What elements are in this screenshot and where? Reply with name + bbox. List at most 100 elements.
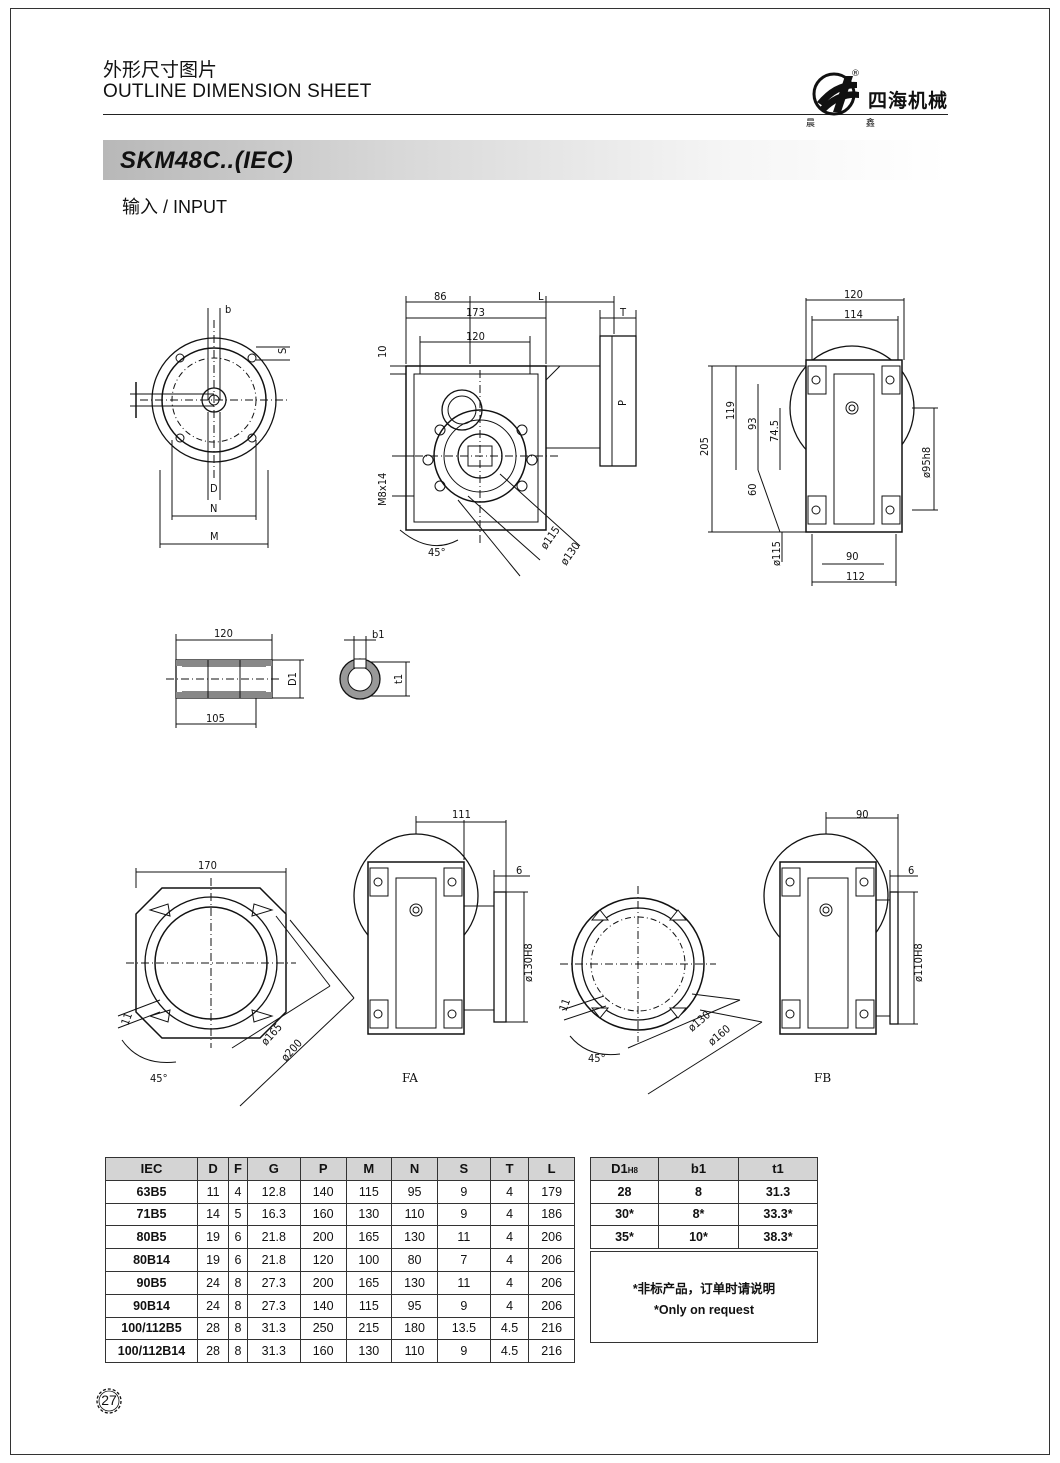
spec-table-cell: 130 xyxy=(345,1339,393,1364)
dim-d130: ø130 xyxy=(558,540,583,568)
spec-table-cell: 95 xyxy=(391,1179,438,1204)
spec-table-cell: 115 xyxy=(345,1293,393,1318)
spec-table-cell: 216 xyxy=(528,1339,575,1364)
dim-10: 10 xyxy=(376,345,389,358)
spec-table-cell: 80 xyxy=(391,1248,438,1272)
bore-table-cell: 8* xyxy=(658,1202,739,1227)
drawing-gearbox-fa: 111 6 ø130H8 FA xyxy=(353,808,535,1085)
spec-table-cell: 216 xyxy=(528,1316,575,1341)
spec-table-cell: 6 xyxy=(228,1248,248,1272)
bore-table-cell: 35* xyxy=(590,1225,659,1250)
bore-table-cell: 31.3 xyxy=(738,1179,818,1204)
spec-table-cell: 160 xyxy=(299,1339,347,1364)
dim-112-side: 112 xyxy=(846,570,865,583)
col-iec: IEC xyxy=(105,1157,198,1181)
spec-table-cell: 80B14 xyxy=(105,1248,198,1272)
spec-table-cell: 4 xyxy=(489,1202,530,1227)
header-rule xyxy=(103,114,948,115)
spec-table-cell: 100/112B5 xyxy=(105,1316,198,1341)
col-g: G xyxy=(246,1157,301,1181)
dim-170: 170 xyxy=(198,859,217,872)
spec-table-header: IEC D F G P M N S T L xyxy=(105,1157,575,1181)
model-title-bar xyxy=(103,140,948,180)
dim-120-side: 120 xyxy=(844,288,863,301)
spec-table-cell: 250 xyxy=(299,1316,347,1341)
note-en: *Only on request xyxy=(653,1303,755,1317)
spec-table-cell: 7 xyxy=(436,1248,491,1272)
spec-table-cell: 165 xyxy=(345,1270,393,1295)
dim-119: 119 xyxy=(724,401,737,420)
dim-93: 93 xyxy=(746,417,759,430)
dim-t1: t1 xyxy=(392,674,405,684)
dim-111: 111 xyxy=(452,808,471,821)
dim-205: 205 xyxy=(698,437,711,456)
spec-table-cell: 186 xyxy=(528,1202,575,1227)
spec-table-cell: 180 xyxy=(391,1316,438,1341)
dim-105: 105 xyxy=(206,712,225,725)
spec-table-cell: 24 xyxy=(196,1270,230,1295)
spec-table-cell: 31.3 xyxy=(246,1316,301,1341)
spec-table-cell: 206 xyxy=(528,1270,575,1295)
drawing-flange-fb: 11 45° ø130 ø160 xyxy=(557,886,763,1095)
bore-table-row: 30*8*33.3* xyxy=(590,1202,818,1227)
spec-table-cell: 160 xyxy=(299,1202,347,1227)
dim-6-fa: 6 xyxy=(516,864,522,877)
dim-b1: b1 xyxy=(372,628,385,641)
spec-table-cell: 4 xyxy=(228,1179,248,1204)
col-t1: t1 xyxy=(738,1157,818,1181)
dim-d115: ø115 xyxy=(538,524,563,552)
spec-table-cell: 4 xyxy=(489,1179,530,1204)
registered-mark: ® xyxy=(851,69,860,79)
spec-table-cell: 13.5 xyxy=(436,1316,491,1341)
dim-t: T xyxy=(619,306,627,319)
spec-table-cell: 110 xyxy=(391,1202,438,1227)
col-d: D xyxy=(196,1157,230,1181)
bore-table-cell: 8 xyxy=(658,1179,739,1204)
spec-table-cell: 9 xyxy=(436,1339,491,1364)
spec-table-cell: 200 xyxy=(299,1225,347,1250)
spec-table-cell: 11 xyxy=(196,1179,230,1204)
spec-table-cell: 19 xyxy=(196,1248,230,1272)
notes-box: *非标产品，订单时请说明 *Only on request xyxy=(590,1251,818,1343)
spec-table-cell: 165 xyxy=(345,1225,393,1250)
spec-table-cell: 12.8 xyxy=(246,1179,301,1204)
bore-table-cell: 28 xyxy=(590,1179,659,1204)
note-cn: *非标产品，订单时请说明 xyxy=(632,1282,776,1296)
dim-11-fb: 11 xyxy=(557,997,574,1013)
bore-table-cell: 33.3* xyxy=(738,1202,818,1227)
spec-table-cell: 90B14 xyxy=(105,1293,198,1318)
caption-fa: FA xyxy=(402,1071,418,1085)
bore-table-cell: 38.3* xyxy=(738,1225,818,1250)
spec-table-cell: 9 xyxy=(436,1179,491,1204)
spec-table-cell: 27.3 xyxy=(246,1270,301,1295)
col-d1: D1H8 xyxy=(590,1157,659,1181)
dim-l: L xyxy=(538,290,544,303)
dim-b: b xyxy=(225,303,231,316)
spec-table-cell: 21.8 xyxy=(246,1225,301,1250)
spec-table-cell: 4 xyxy=(489,1248,530,1272)
spec-table-cell: 4 xyxy=(489,1270,530,1295)
brand-name: 四海机械 xyxy=(868,91,949,112)
col-f: F xyxy=(228,1157,248,1181)
drawing-gearbox-side: 120 114 205 119 93 74.5 60 ø95h8 ø115 90… xyxy=(698,288,938,586)
spec-table-cell: 115 xyxy=(345,1179,393,1204)
col-b1: b1 xyxy=(658,1157,739,1181)
caption-fb: FB xyxy=(814,1071,831,1085)
spec-table-cell: 4 xyxy=(489,1225,530,1250)
model-title: SKM48C..(IEC) xyxy=(120,147,294,174)
dim-45deg-fb: 45° xyxy=(588,1052,606,1065)
header-title-cn: 外形尺寸图片 xyxy=(103,60,218,81)
dim-6-fb: 6 xyxy=(908,864,914,877)
spec-table-cell: 80B5 xyxy=(105,1225,198,1250)
spec-table-cell: 9 xyxy=(436,1202,491,1227)
bore-table-cell: 30* xyxy=(590,1202,659,1227)
col-l: L xyxy=(528,1157,575,1181)
dim-45deg-fa: 45° xyxy=(150,1072,168,1085)
